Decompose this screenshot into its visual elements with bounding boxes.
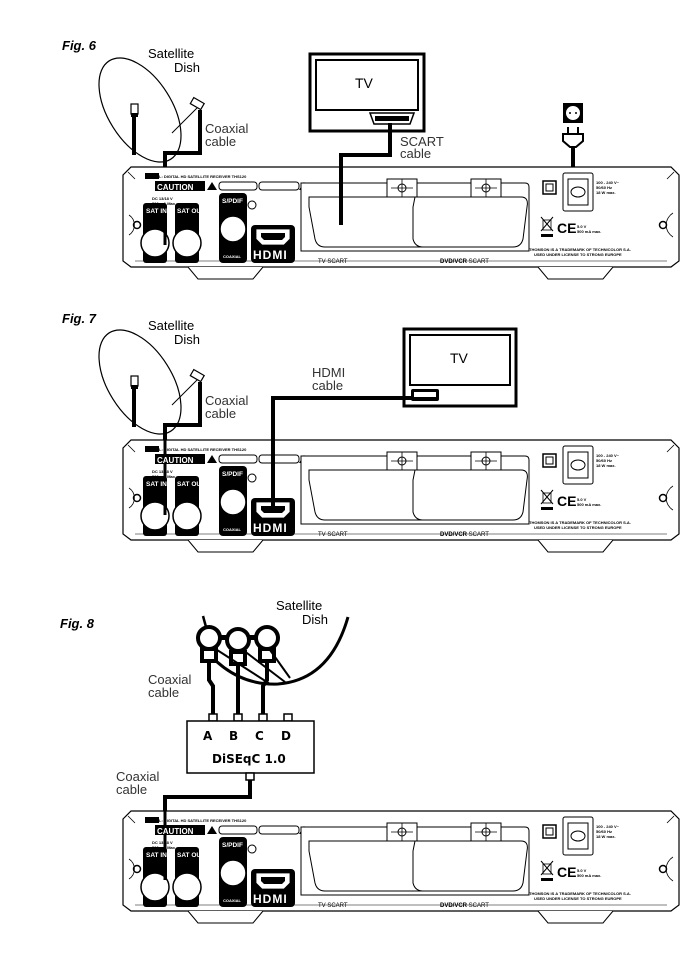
coax-label: Coaxial (205, 393, 248, 408)
diseqc-switch (186, 713, 315, 781)
dish-label: Satellite (276, 598, 322, 613)
tv-label: TV (355, 75, 374, 91)
hdmi-logo: HDMI (253, 521, 288, 535)
spdif-label: S/PDIF (222, 842, 243, 849)
power-spec: 500 mA Max (152, 201, 176, 206)
model-label: MODEL: DIGITAL HD SATELLITE RECEIVER THS… (147, 818, 247, 823)
caution-label: CAUTION (157, 827, 194, 836)
output-spec: 5.0 V (577, 497, 587, 502)
mains-spec: 100 - 240 V~ (596, 824, 620, 829)
trademark-text: THOMSON IS A TRADEMARK OF TECHNICOLOR S.… (529, 520, 631, 525)
coax-label: cable (116, 782, 147, 797)
sat-out-label: SAT OUT (177, 852, 205, 859)
dish-label: Dish (174, 60, 200, 75)
dish-label: Satellite (148, 318, 194, 333)
multi-lnb-dish-icon (196, 615, 350, 686)
mains-spec: 50/60 Hz (596, 829, 612, 834)
dvd-scart-label: DVD/VCR SCART (440, 903, 489, 909)
sat-out-label: SAT OUT (177, 208, 205, 215)
mains-spec: 18 W max. (596, 190, 616, 195)
coax-label: Coaxial (116, 769, 159, 784)
output-spec: 500 mA max. (577, 873, 601, 878)
figure-8: Fig. 8 Satellite Dish Coaxial cable (60, 598, 680, 924)
coaxial-label: COAXIAL (223, 898, 242, 903)
sat-in-label: SAT IN (146, 208, 167, 215)
switch-port-label: A (203, 729, 213, 743)
cable-label: SCART (400, 134, 444, 149)
power-spec: DC 13/18 V (152, 196, 173, 201)
trademark-text: USED UNDER LICENSE TO STRONG EUROPE (534, 896, 622, 901)
tv-scart-label: TV SCART (318, 903, 348, 909)
dvd-scart-label: DVD/VCR SCART (440, 532, 489, 538)
trademark-text: THOMSON IS A TRADEMARK OF TECHNICOLOR S.… (529, 247, 631, 252)
coaxial-label: COAXIAL (223, 527, 242, 532)
cable-label: HDMI (312, 365, 345, 380)
trademark-text: USED UNDER LICENSE TO STRONG EUROPE (534, 252, 622, 257)
mains-spec: 50/60 Hz (596, 458, 612, 463)
tv-icon (308, 52, 426, 133)
switch-port-label: C (255, 729, 264, 743)
trademark-text: THOMSON IS A TRADEMARK OF TECHNICOLOR S.… (529, 891, 631, 896)
figure-7: Fig. 7 Satellite Dish Coaxial cable TV H… (62, 311, 680, 553)
figure-6: Fig. 6 Satellite Dish Coaxial cable TV S… (62, 38, 680, 280)
hdmi-logo: HDMI (253, 248, 288, 262)
output-spec: 5.0 V (577, 868, 587, 873)
tv-icon (402, 327, 518, 408)
switch-port-label: B (229, 729, 238, 743)
mains-spec: 100 - 240 V~ (596, 453, 620, 458)
power-spec: 500 mA Max (152, 474, 176, 479)
figure-label: Fig. 7 (62, 311, 97, 326)
coax-label: cable (205, 134, 236, 149)
coax-label: cable (148, 685, 179, 700)
coax-label: Coaxial (205, 121, 248, 136)
coax-label: cable (205, 406, 236, 421)
figure-label: Fig. 8 (60, 616, 95, 631)
cable-label: cable (400, 146, 431, 161)
tv-scart-label: TV SCART (318, 532, 348, 538)
hdmi-logo: HDMI (253, 892, 288, 906)
mains-spec: 18 W max. (596, 463, 616, 468)
switch-port-label: D (281, 729, 291, 743)
spdif-label: S/PDIF (222, 198, 243, 205)
cable-label: cable (312, 378, 343, 393)
power-spec: DC 13/18 V (152, 840, 173, 845)
output-spec: 5.0 V (577, 224, 587, 229)
switch-label: DiSEqC 1.0 (212, 752, 286, 766)
satellite-dish-icon (98, 57, 206, 163)
coaxial-cable (207, 663, 215, 714)
satellite-dish-icon (98, 329, 206, 435)
model-label: MODEL: DIGITAL HD SATELLITE RECEIVER THS… (147, 447, 247, 452)
mains-spec: 18 W max. (596, 834, 616, 839)
output-spec: 500 mA max. (577, 502, 601, 507)
tv-scart-label: TV SCART (318, 259, 348, 265)
trademark-text: USED UNDER LICENSE TO STRONG EUROPE (534, 525, 622, 530)
caution-label: CAUTION (157, 456, 194, 465)
dish-label: Dish (174, 332, 200, 347)
sat-in-label: SAT IN (146, 481, 167, 488)
coaxial-cable (261, 663, 269, 714)
wall-socket-icon (563, 103, 583, 123)
dish-label: Satellite (148, 46, 194, 61)
power-spec: 500 mA Max (152, 845, 176, 850)
power-spec: DC 13/18 V (152, 469, 173, 474)
spdif-label: S/PDIF (222, 471, 243, 478)
coaxial-label: COAXIAL (223, 254, 242, 259)
mains-spec: 100 - 240 V~ (596, 180, 620, 185)
output-spec: 500 mA max. (577, 229, 601, 234)
figure-label: Fig. 6 (62, 38, 97, 53)
caution-label: CAUTION (157, 183, 194, 192)
mains-spec: 50/60 Hz (596, 185, 612, 190)
sat-in-label: SAT IN (146, 852, 167, 859)
model-label: MODEL: DIGITAL HD SATELLITE RECEIVER THS… (147, 174, 247, 179)
dish-label: Dish (302, 612, 328, 627)
tv-label: TV (450, 350, 469, 366)
coax-label: Coaxial (148, 672, 191, 687)
dvd-scart-label: DVD/VCR SCART (440, 259, 489, 265)
sat-out-label: SAT OUT (177, 481, 205, 488)
